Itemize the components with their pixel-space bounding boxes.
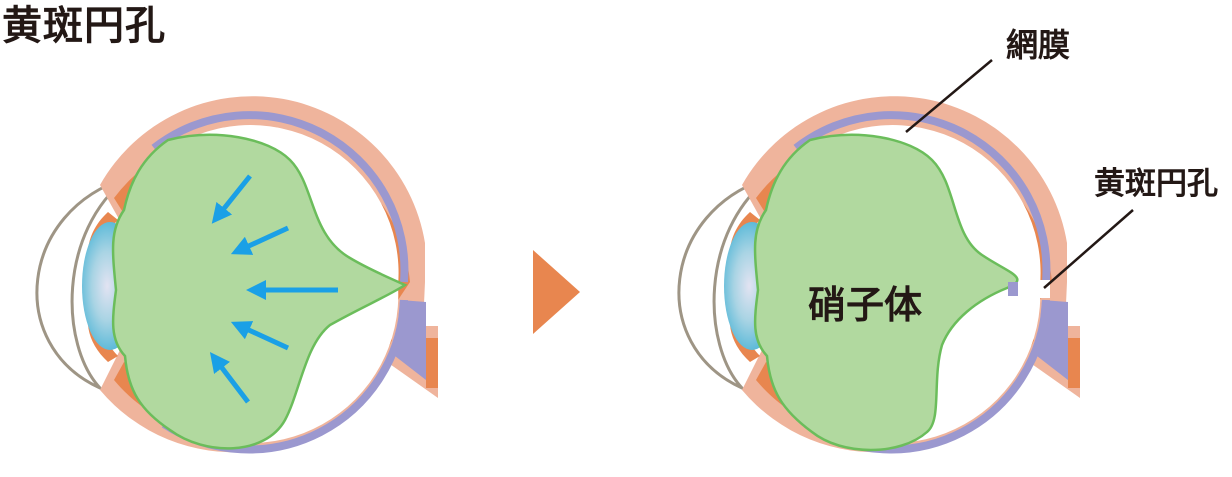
blue-arrow [230, 225, 290, 255]
blue-arrow [209, 352, 250, 404]
macular-hole-leader-line [1043, 209, 1134, 289]
page-title: 黄斑円孔 [2, 3, 166, 49]
macular-hole [1034, 280, 1050, 298]
macular-hole-label: 黄斑円孔 [1094, 166, 1218, 202]
retina-label: 網膜 [1006, 26, 1070, 64]
vitreous-right [753, 133, 1019, 452]
retina-leader-line [905, 59, 993, 133]
eye-before [37, 96, 438, 452]
vitreous-fragment [1008, 282, 1018, 296]
traction-arrow-group [209, 174, 338, 404]
right-triangle-arrow-icon [533, 250, 580, 334]
blue-arrow [230, 321, 290, 351]
eye-after [679, 96, 1080, 452]
vitreous-label: 硝子体 [808, 283, 922, 327]
blue-arrow [211, 174, 252, 224]
